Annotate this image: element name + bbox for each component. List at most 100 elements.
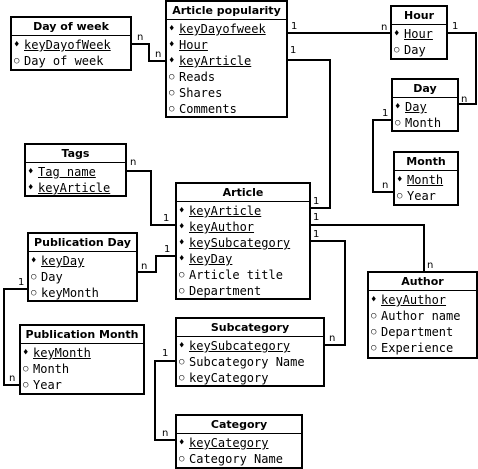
attribute: ○Month [395,116,442,130]
attribute-icon: ○ [179,373,185,383]
attribute-icon: ○ [169,104,175,114]
attribute: ○Day [31,270,63,284]
key-icon: ♦ [169,56,175,66]
entity-author: Author ♦keyAuthor ○Author name ○Departme… [367,271,478,359]
line-popularity-article [288,59,331,209]
attribute: ○Year [397,189,436,203]
attribute-icon: ○ [394,45,400,55]
key-icon: ♦ [397,175,403,185]
attribute-key: ♦keySubcategory [179,339,291,353]
attribute: ○Comments [169,102,237,116]
cardinality-label: 1 [291,21,298,32]
attribute-key: ♦keySubcategory [179,236,291,250]
cardinality-label: n [329,333,336,344]
cardinality-label: 1 [313,196,320,207]
cardinality-label: n [381,22,388,33]
attribute-key: ♦Tag name [28,165,96,179]
entity-title: Hour [392,7,446,25]
key-icon: ♦ [179,206,185,216]
attribute-icon: ○ [169,72,175,82]
entity-title: Publication Month [21,326,143,344]
attribute-icon: ○ [395,118,401,128]
attribute-icon: ○ [371,311,377,321]
key-icon: ♦ [169,24,175,34]
line-dayofweek-popularity [131,43,166,62]
attribute-key: ♦keyArticle [169,54,252,68]
attribute-icon: ○ [179,357,185,367]
key-icon: ♦ [28,167,34,177]
cardinality-label: 1 [163,213,170,224]
cardinality-label: 1 [162,348,169,359]
cardinality-label: n [9,373,16,384]
attribute: ○Subcategory Name [179,355,305,369]
line-article-subcategory [310,240,346,346]
cardinality-label: 1 [290,45,297,56]
attribute-icon: ○ [23,380,29,390]
line-subcategory-category [154,360,176,441]
attribute: ○Shares [169,86,223,100]
cardinality-label: 1 [313,229,320,240]
entity-title: Month [395,153,457,171]
attribute: ○Reads [169,70,216,84]
attribute-key: ♦keyArticle [179,204,262,218]
key-icon: ♦ [371,295,377,305]
attribute: ○Department [179,284,262,298]
entity-article-popularity: Article popularity ♦keyDayofweek ♦Hour ♦… [165,0,288,118]
entity-publication-month: Publication Month ♦keyMonth ○Month ○Year [19,324,145,395]
attribute: ○Department [371,325,454,339]
key-icon: ♦ [169,40,175,50]
entity-article: Article ♦keyArticle ♦keyAuthor ♦keySubca… [175,182,311,300]
key-icon: ♦ [179,254,185,264]
attribute: ○Experience [371,341,454,355]
attribute-icon: ○ [31,288,37,298]
attribute-key: ♦keyDay [31,254,85,268]
cardinality-label: 1 [452,21,459,32]
attribute-key: ♦keyAuthor [179,220,255,234]
key-icon: ♦ [179,341,185,351]
attribute-key: ♦Day [395,100,427,114]
entity-title: Author [369,273,476,291]
entity-title: Article [177,184,309,202]
attribute-icon: ○ [397,191,403,201]
attribute-icon: ○ [31,272,37,282]
entity-hour: Hour ♦Hour ○Day [390,5,448,60]
entity-publication-day: Publication Day ♦keyDay ○Day ○keyMonth [27,232,138,302]
attribute: ○keyMonth [31,286,99,300]
cardinality-label: n [141,261,148,272]
cardinality-label: n [155,49,162,60]
entity-title: Tags [26,145,125,163]
cardinality-label: n [382,180,389,191]
entity-title: Publication Day [29,234,136,252]
attribute-key: ♦Month [397,173,444,187]
attribute-icon: ○ [179,286,185,296]
entity-title: Article popularity [167,2,286,20]
attribute-icon: ○ [371,327,377,337]
entity-title: Day of week [12,18,130,36]
line-pubday-pubmonth [3,288,28,386]
attribute-key: ♦Hour [394,27,433,41]
attribute-icon: ○ [169,88,175,98]
line-tags-article [126,170,176,226]
key-icon: ♦ [31,256,37,266]
attribute: ○Month [23,362,70,376]
cardinality-label: n [162,428,169,439]
key-icon: ♦ [28,183,34,193]
attribute: ○Day of week [14,54,104,68]
line-day-month [372,119,394,193]
key-icon: ♦ [14,40,20,50]
entity-day: Day ♦Day ○Month [391,78,459,132]
attribute-key: ♦keyCategory [179,436,269,450]
cardinality-label: n [427,260,434,271]
attribute-icon: ○ [371,343,377,353]
cardinality-label: n [137,32,144,43]
key-icon: ♦ [395,102,401,112]
cardinality-label: n [461,94,468,105]
key-icon: ♦ [23,348,29,358]
attribute-key: ♦keyDayofweek [169,22,266,36]
attribute: ○Day [394,43,426,57]
attribute-icon: ○ [179,454,185,464]
attribute-key: ♦keyAuthor [371,293,447,307]
attribute: ○Author name [371,309,461,323]
entity-day-of-week: Day of week ♦keyDayofWeek ○Day of week [10,16,132,71]
